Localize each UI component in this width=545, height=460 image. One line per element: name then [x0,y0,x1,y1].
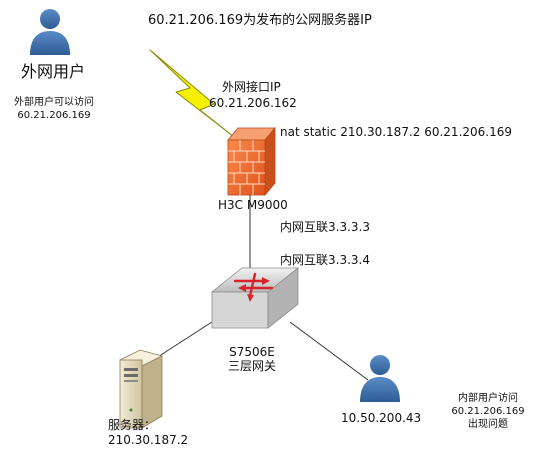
nat-rule-label: nat static 210.30.187.2 60.21.206.169 [280,125,513,139]
lightning-icon [149,49,239,141]
firewall-icon [227,126,276,197]
firewall-label: H3C M9000 [218,198,288,212]
internal-user-icon [360,355,400,402]
wan-interface-label: 外网接口IP [222,80,281,94]
server-label: 服务器： [108,418,157,432]
external-user-note-line1: 外部用户可以访问 [14,97,94,108]
link-switch-internal-user [289,321,369,381]
switch-model-label: S7506E [229,345,275,359]
l3-switch-icon [210,267,300,329]
external-user-note-line2: 60.21.206.169 [17,110,91,121]
internal-user-ip-label: 10.50.200.43 [341,411,422,425]
link-firewall-ip-label: 内网互联3.3.3.3 [280,220,370,234]
external-user-label: 外网用户 [21,62,86,81]
internal-user-note-line3: 出现问题 [468,419,508,430]
external-user-icon [30,9,70,55]
server-icon [118,349,164,429]
wan-interface-ip: 60.21.206.162 [209,96,297,110]
link-switch-ip-label: 内网互联3.3.3.4 [280,253,370,267]
switch-role-label: 三层网关 [227,359,276,373]
internal-user-note-line2: 60.21.206.169 [451,406,525,417]
server-ip-label: 210.30.187.2 [108,433,189,447]
internal-user-note-line1: 内部用户访问 [458,393,518,404]
public-server-ip-title: 60.21.206.169为发布的公网服务器IP [148,13,372,28]
link-switch-server [149,319,216,363]
